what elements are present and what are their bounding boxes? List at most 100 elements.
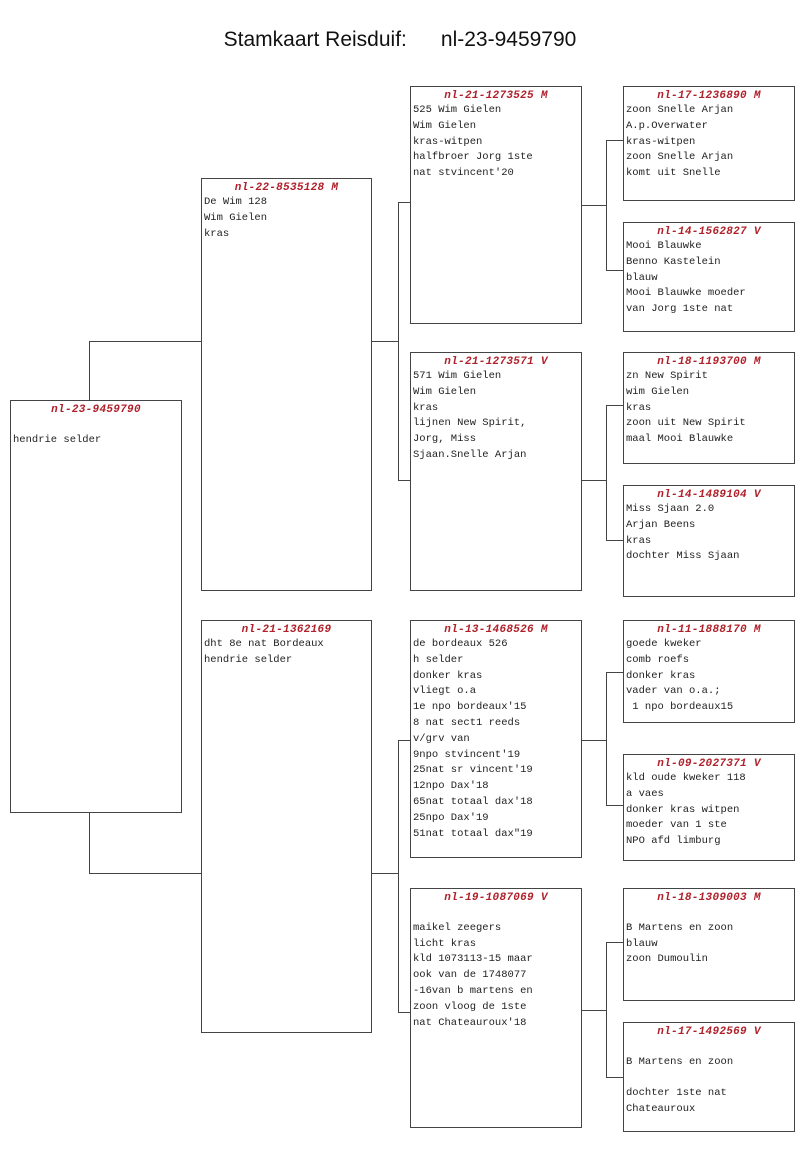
ring-number: nl-09-2027371 V xyxy=(657,758,761,770)
pigeon-info-line: zoon uit New Spirit xyxy=(626,417,746,430)
pigeon-info-line: Wim Gielen xyxy=(204,211,268,224)
pigeon-info-line: 25npo Dax'19 xyxy=(413,811,489,824)
pigeon-info-line: halfbroer Jorg 1ste xyxy=(413,151,533,164)
pigeon-info-line: dochter 1ste nat xyxy=(626,1087,727,1100)
connector-line xyxy=(398,740,410,742)
connector-line xyxy=(606,140,623,142)
ring-number: nl-19-1087069 V xyxy=(444,892,548,904)
pigeon-info-line: Jorg, Miss xyxy=(413,433,477,446)
ring-number: nl-18-1309003 M xyxy=(657,892,761,904)
connector-line xyxy=(398,740,400,1012)
pigeon-info-line: nat stvincent'20 xyxy=(413,167,514,180)
connector-line xyxy=(398,202,410,204)
connector-line xyxy=(581,480,606,482)
pigeon-info-line: Miss Sjaan 2.0 xyxy=(626,503,715,515)
pigeon-info-line: moeder van 1 ste xyxy=(626,819,727,832)
pigeon-info-line: B Martens en zoon xyxy=(626,1055,734,1068)
pigeon-info-line: v/grv van xyxy=(413,732,470,745)
ring-number: nl-17-1492569 V xyxy=(657,1026,761,1038)
pigeon-info-line: comb roefs xyxy=(626,653,690,666)
pigeon-info-line: dht 8e nat Bordeaux xyxy=(204,638,324,650)
connector-line xyxy=(398,1012,410,1014)
pigeon-info-line: nat Chateauroux'18 xyxy=(413,1016,527,1029)
pigeon-info-line: 8 nat sect1 reeds xyxy=(413,716,521,729)
connector-line xyxy=(89,341,201,343)
connector-line xyxy=(606,672,608,805)
connector-line xyxy=(606,942,608,1077)
connector-line xyxy=(606,270,623,272)
pigeon-info-line: hendrie selder xyxy=(13,433,102,446)
pigeon-info-line: kras xyxy=(626,401,652,414)
connector-line xyxy=(606,405,623,407)
pigeon-info-line: NPO afd limburg xyxy=(626,835,721,848)
pigeon-info-line: Benno Kastelein xyxy=(626,255,721,268)
pigeon-info-line: 571 Wim Gielen xyxy=(413,370,502,382)
pigeon-info-line: komt uit Snelle xyxy=(626,167,721,180)
connector-line xyxy=(606,1077,623,1079)
connector-line xyxy=(398,202,400,480)
connector-line xyxy=(606,672,623,674)
pigeon-info-line: goede kweker xyxy=(626,638,702,650)
pigeon-info-line: maikel zeegers xyxy=(413,921,502,934)
connector-line xyxy=(606,140,608,271)
pigeon-info-line: kld oude kweker 118 xyxy=(626,772,746,784)
connector-line xyxy=(581,740,606,742)
page-title: Stamkaart Reisduif:nl-23-9459790 xyxy=(0,28,800,52)
pigeon-info-line: donker kras witpen xyxy=(626,803,740,816)
connector-line xyxy=(89,873,201,875)
pigeon-info-line xyxy=(626,905,792,921)
pigeon-info-line: Mooi Blauwke xyxy=(626,240,702,252)
pigeon-info-line xyxy=(13,417,179,433)
pigeon-info-line: zoon Snelle Arjan xyxy=(626,151,734,164)
connector-line xyxy=(89,812,91,873)
pigeon-info-line xyxy=(413,905,579,921)
pigeon-info-line: Arjan Beens xyxy=(626,518,696,531)
pigeon-info-line: B Martens en zoon xyxy=(626,921,734,934)
pigeon-info-line: 65nat totaal dax'18 xyxy=(413,795,533,808)
pigeon-info-line: kras-witpen xyxy=(413,135,483,148)
title-ring-number: nl-23-9459790 xyxy=(440,28,577,51)
pigeon-info-line xyxy=(626,1039,792,1055)
pigeon-info-line: kras xyxy=(204,227,230,240)
ring-number: nl-21-1273571 V xyxy=(444,356,548,368)
ring-number: nl-14-1489104 V xyxy=(657,489,761,501)
pigeon-info-line: De Wim 128 xyxy=(204,196,268,208)
pigeon-info-line: donker kras xyxy=(413,669,483,682)
pigeon-info-line: -16van b martens en xyxy=(413,984,533,997)
connector-line xyxy=(581,205,606,207)
connector-line xyxy=(606,540,623,542)
pigeon-info-line: Mooi Blauwke moeder xyxy=(626,287,746,300)
pigeon-info-line: h selder xyxy=(413,653,464,666)
pigeon-info-line: ook van de 1748077 xyxy=(413,969,527,982)
pigeon-info-line: Wim Gielen xyxy=(413,385,477,398)
ring-number: nl-18-1193700 M xyxy=(657,356,761,368)
pigeon-info-line: Wim Gielen xyxy=(413,119,477,132)
connector-line xyxy=(371,341,398,343)
pigeon-info-line: 51nat totaal dax"19 xyxy=(413,827,533,840)
pigeon-info-line: lijnen New Spirit, xyxy=(413,417,527,430)
ring-number: nl-11-1888170 M xyxy=(657,624,761,636)
pigeon-info-line: blauw xyxy=(626,937,658,950)
ring-number: nl-21-1362169 xyxy=(241,624,332,636)
ring-number: nl-13-1468526 M xyxy=(444,624,548,636)
connector-line xyxy=(606,942,623,944)
connector-line xyxy=(581,1010,606,1012)
pigeon-info-line: maal Mooi Blauwke xyxy=(626,433,734,446)
pigeon-info-line: 9npo stvincent'19 xyxy=(413,748,521,761)
pigeon-info-line: zn New Spirit xyxy=(626,370,708,382)
ring-number: nl-21-1273525 M xyxy=(444,90,548,102)
pigeon-info-line: A.p.Overwater xyxy=(626,119,708,132)
pigeon-info-line: zoon vloog de 1ste xyxy=(413,1000,527,1013)
